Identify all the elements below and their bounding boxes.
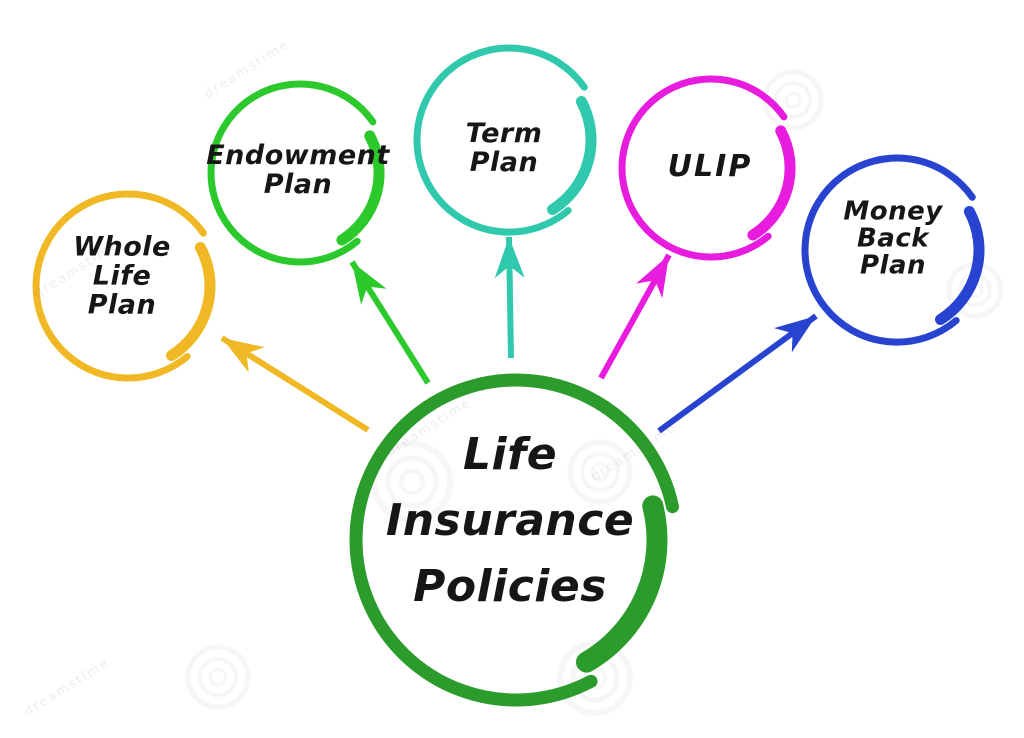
circle-term-plan xyxy=(413,44,597,236)
watermark-spiral xyxy=(567,439,633,505)
arrow-to-whole-life-plan xyxy=(220,335,370,433)
circle-endowment-plan xyxy=(207,80,385,266)
arrow-to-term-plan xyxy=(494,236,525,359)
arrow-to-endowment-plan xyxy=(349,260,431,385)
watermark-spiral xyxy=(185,644,251,710)
circle-money-back-plan xyxy=(801,154,985,346)
circle-ulip xyxy=(618,75,796,261)
arrow-to-ulip xyxy=(598,253,672,380)
arrow-to-money-back-plan xyxy=(657,313,818,434)
watermark-spiral xyxy=(371,441,453,523)
circle-life-insurance-policies xyxy=(349,373,679,707)
circle-whole-life-plan xyxy=(32,190,216,382)
